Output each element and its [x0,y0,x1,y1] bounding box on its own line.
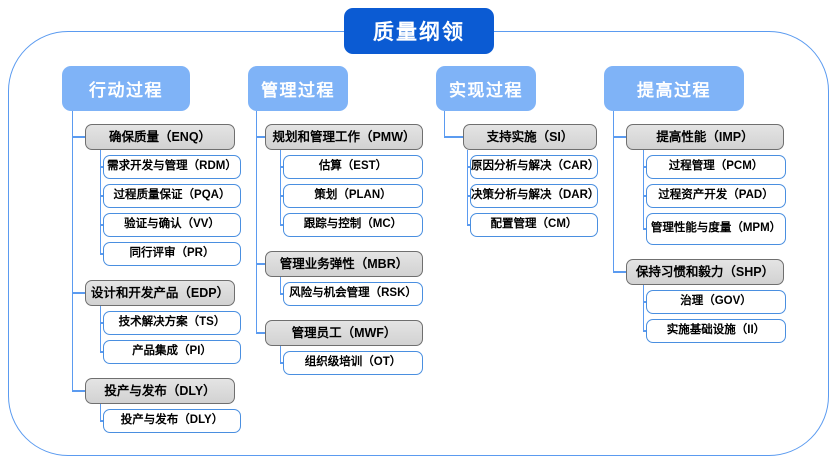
connector-trunk-to-group-3-0 [613,136,626,138]
leaf-box-1-0-1[interactable]: 策划（PLAN） [283,184,423,208]
connector-trunk-to-group-1-1 [256,263,265,265]
connector-group-subtrunk-0-2 [100,404,102,421]
connector-sub-to-leaf-3-1-0 [643,301,646,303]
diagram-title: 质量纲领 [344,8,494,54]
connector-trunk-to-group-1-0 [256,136,265,138]
connector-sub-to-leaf-2-0-0 [467,166,470,168]
connector-sub-to-leaf-3-0-2 [643,228,646,230]
connector-sub-to-leaf-0-2-0 [100,420,103,422]
connector-group-subtrunk-2-0 [467,150,469,225]
group-box-1-1[interactable]: 管理业务弹性（MBR） [265,251,423,277]
column-header-2: 实现过程 [436,66,536,111]
connector-main-trunk-2 [444,111,446,137]
connector-group-subtrunk-1-0 [280,150,282,225]
group-box-3-1[interactable]: 保持习惯和毅力（SHP） [626,259,784,285]
connector-sub-to-leaf-3-0-1 [643,195,646,197]
group-box-2-0[interactable]: 支持实施（SI） [463,124,597,150]
leaf-box-2-0-0[interactable]: 原因分析与解决（CAR） [470,155,599,179]
connector-group-subtrunk-0-0 [100,150,102,254]
leaf-box-3-1-1[interactable]: 实施基础设施（II） [646,319,786,343]
connector-sub-to-leaf-0-0-3 [100,253,103,255]
leaf-box-0-2-0[interactable]: 投产与发布（DLY） [103,409,241,433]
connector-sub-to-leaf-3-1-1 [643,330,646,332]
leaf-box-0-0-0[interactable]: 需求开发与管理（RDM） [103,155,241,179]
column-header-3: 提高过程 [604,66,744,111]
leaf-box-3-0-2[interactable]: 管理性能与度量（MPM） [646,213,786,245]
group-box-3-0[interactable]: 提高性能（IMP） [626,124,784,150]
leaf-box-3-0-1[interactable]: 过程资产开发（PAD） [646,184,786,208]
connector-sub-to-leaf-0-0-0 [100,166,103,168]
connector-sub-to-leaf-1-0-1 [280,195,283,197]
connector-group-subtrunk-3-0 [643,150,645,229]
leaf-box-3-1-0[interactable]: 治理（GOV） [646,290,786,314]
group-box-0-1[interactable]: 设计和开发产品（EDP） [85,280,235,306]
connector-sub-to-leaf-1-0-0 [280,166,283,168]
leaf-box-2-0-1[interactable]: 决策分析与解决（DAR） [470,184,599,208]
connector-main-trunk-3 [613,111,615,272]
connector-group-subtrunk-0-1 [100,306,102,352]
connector-trunk-to-group-0-2 [72,390,85,392]
group-box-1-0[interactable]: 规划和管理工作（PMW） [265,124,423,150]
leaf-box-1-0-0[interactable]: 估算（EST） [283,155,423,179]
leaf-box-1-2-0[interactable]: 组织级培训（OT） [283,351,423,375]
connector-trunk-to-group-0-1 [72,292,85,294]
leaf-box-2-0-2[interactable]: 配置管理（CM） [470,213,598,237]
connector-sub-to-leaf-2-0-1 [467,195,470,197]
leaf-box-0-1-0[interactable]: 技术解决方案（TS） [103,311,241,335]
group-box-1-2[interactable]: 管理员工（MWF） [265,320,423,346]
connector-sub-to-leaf-1-1-0 [280,293,283,295]
connector-sub-to-leaf-0-0-2 [100,224,103,226]
connector-trunk-to-group-0-0 [72,136,85,138]
connector-sub-to-leaf-1-0-2 [280,224,283,226]
connector-sub-to-leaf-3-0-0 [643,166,646,168]
connector-trunk-to-group-1-2 [256,332,265,334]
group-box-0-0[interactable]: 确保质量（ENQ） [85,124,235,150]
connector-trunk-to-group-2-0 [444,136,463,138]
leaf-box-0-1-1[interactable]: 产品集成（PI） [103,340,241,364]
connector-group-subtrunk-1-2 [280,346,282,363]
leaf-box-0-0-2[interactable]: 验证与确认（VV） [103,213,241,237]
column-header-1: 管理过程 [248,66,348,111]
connector-main-trunk-0 [72,111,74,391]
group-box-0-2[interactable]: 投产与发布（DLY） [85,378,235,404]
connector-trunk-to-group-3-1 [613,271,626,273]
connector-sub-to-leaf-0-0-1 [100,195,103,197]
connector-sub-to-leaf-0-1-1 [100,351,103,353]
connector-main-trunk-1 [256,111,258,333]
column-header-0: 行动过程 [62,66,190,111]
leaf-box-1-1-0[interactable]: 风险与机会管理（RSK） [283,282,423,306]
leaf-box-0-0-1[interactable]: 过程质量保证（PQA） [103,184,241,208]
connector-group-subtrunk-3-1 [643,285,645,331]
leaf-box-3-0-0[interactable]: 过程管理（PCM） [646,155,786,179]
connector-sub-to-leaf-2-0-2 [467,224,470,226]
connector-sub-to-leaf-0-1-0 [100,322,103,324]
leaf-box-1-0-2[interactable]: 跟踪与控制（MC） [283,213,423,237]
leaf-box-0-0-3[interactable]: 同行评审（PR） [103,242,241,266]
connector-group-subtrunk-1-1 [280,277,282,294]
connector-sub-to-leaf-1-2-0 [280,362,283,364]
